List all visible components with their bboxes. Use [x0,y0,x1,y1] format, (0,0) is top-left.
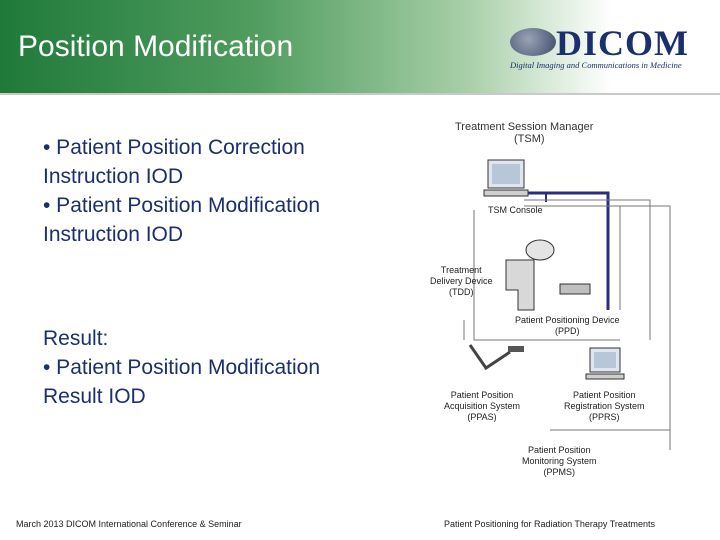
tdd-line: Treatment [440,265,482,275]
ppas-line: Patient Position [450,390,514,400]
tsm-monitor-icon [483,159,529,197]
ppms-line: Monitoring System [522,456,597,466]
tdd-label: Treatment Delivery Device (TDD) [430,265,493,298]
ppd-line: (PPD) [555,326,580,336]
ppas-label: Patient Position Acquisition System (PPA… [444,390,520,423]
pprs-line: Registration System [564,401,645,411]
bullet-item: • Patient Position Modification Instruct… [43,194,320,246]
tdd-line: (TDD) [449,287,474,297]
bullet-item: • Patient Position Modification Result I… [43,356,320,408]
globe-icon [510,28,556,56]
ppas-line: Acquisition System [444,401,521,411]
tsm-console-label: TSM Console [488,205,543,215]
result-block: Result: • Patient Position Modification … [43,324,373,411]
pprs-label: Patient Position Registration System (PP… [564,390,645,423]
gantry-icon [505,239,591,311]
ppms-line: (PPMS) [543,467,576,477]
ppd-line: Patient Positioning Device [515,315,620,325]
ppd-label: Patient Positioning Device (PPD) [515,315,620,337]
footer-topic: Patient Positioning for Radiation Therap… [444,519,655,529]
ppms-label: Patient Position Monitoring System (PPMS… [522,445,597,478]
footer-conference: March 2013 DICOM International Conferenc… [16,519,242,529]
ppms-line: Patient Position [527,445,591,455]
dicom-logo: DICOM Digital Imaging and Communications… [508,22,698,74]
slide-title: Position Modification [18,30,294,63]
slide-header [0,0,720,95]
pprs-line: Patient Position [572,390,636,400]
bullet-item: • Patient Position Correction Instructio… [43,136,305,188]
registration-monitor-icon [585,347,625,380]
pprs-line: (PPRS) [589,412,620,422]
acquisition-arm-icon [468,344,524,371]
tsm-title: Treatment Session Manager [455,121,594,133]
logo-tagline: Digital Imaging and Communications in Me… [510,60,682,70]
tsm-abbr: (TSM) [514,133,545,145]
header-divider [0,93,720,95]
ppas-line: (PPAS) [467,412,497,422]
bullet-list-top: • Patient Position Correction Instructio… [43,133,373,249]
result-label: Result: [43,327,109,350]
tdd-line: Delivery Device [430,276,493,286]
logo-word: DICOM [556,23,689,63]
diagram-lines [463,159,671,450]
system-diagram: Treatment Session Manager (TSM) TSM Cons… [400,110,720,490]
